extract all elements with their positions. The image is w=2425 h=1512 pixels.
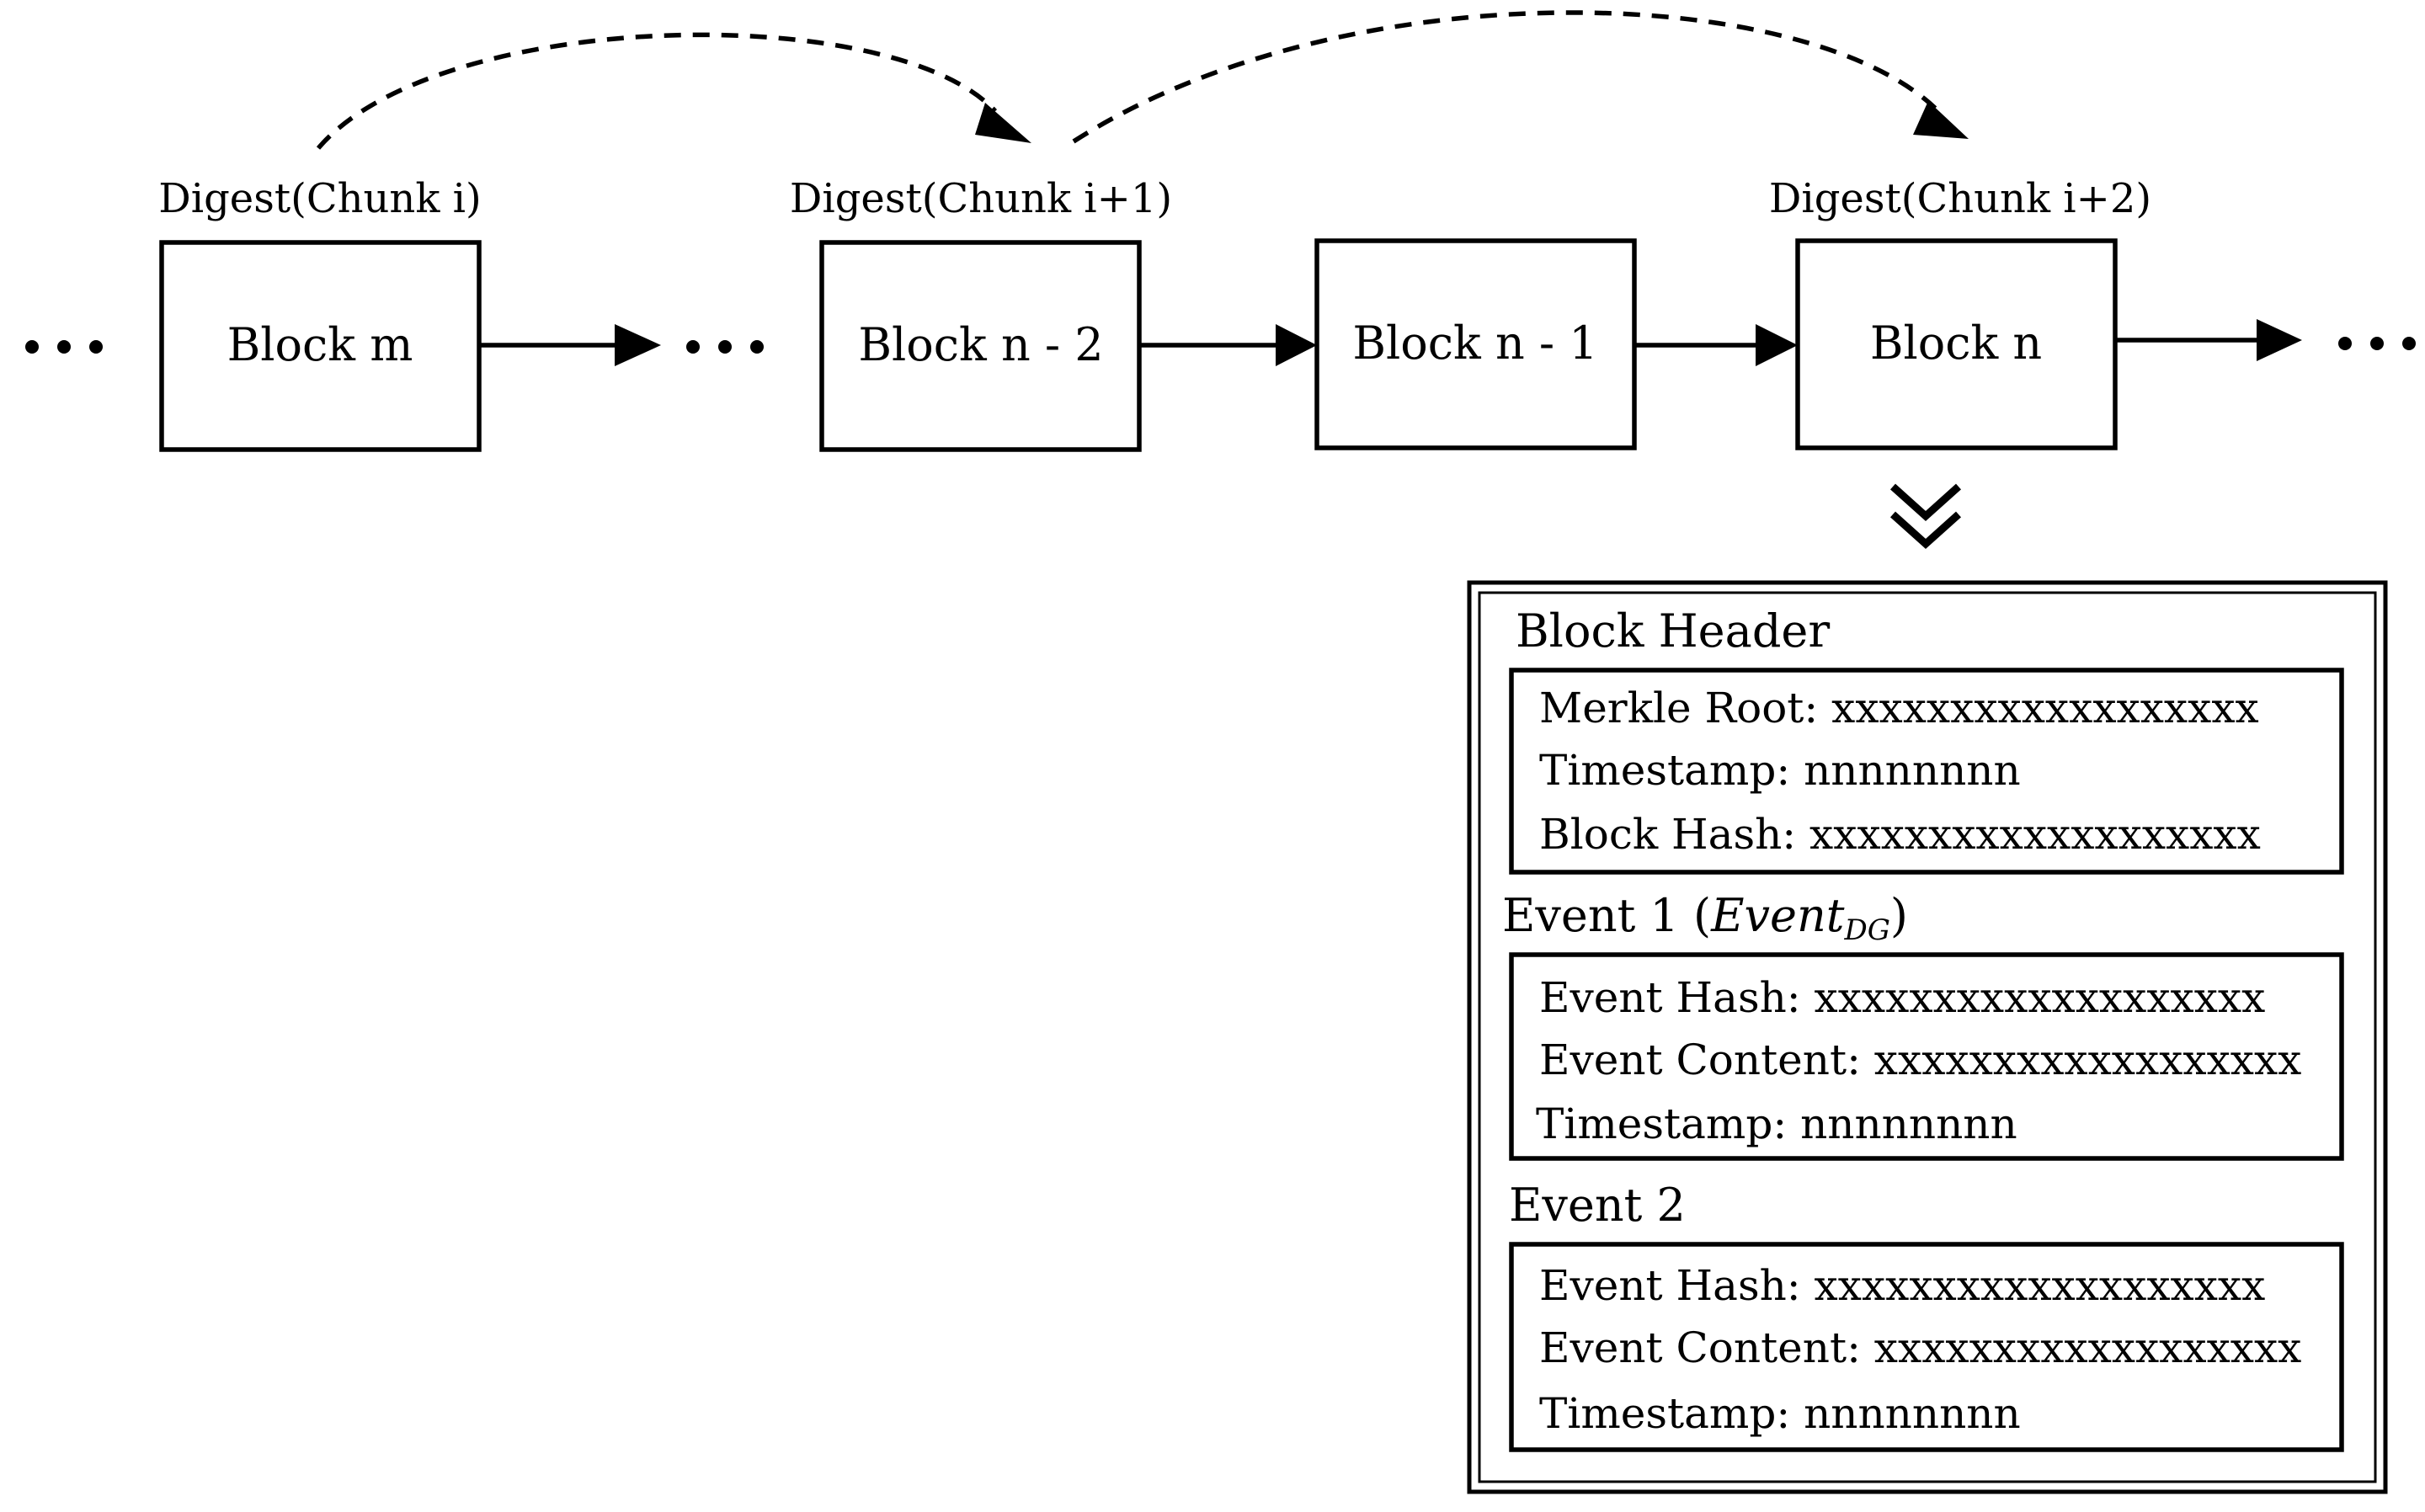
event-1-content-field: Event Content: xxxxxxxxxxxxxxxxxx xyxy=(1539,1036,2301,1084)
block-n-minus-2-label: Block n - 2 xyxy=(858,318,1103,371)
arrowhead-n-minus-2 xyxy=(1276,324,1317,366)
arrowhead-block-m xyxy=(615,324,661,366)
digest-label-block-n: Digest(Chunk i+2) xyxy=(1769,175,2151,222)
block-m-box xyxy=(159,240,482,452)
event-2-content-field: Event Content: xxxxxxxxxxxxxxxxxx xyxy=(1539,1323,2301,1372)
header-timestamp-field: Timestamp: nnnnnnnn xyxy=(1539,746,2021,795)
dashed-arrow-chunk-i1-to-i2 xyxy=(1072,10,1940,144)
block-n-minus-2-box xyxy=(819,240,1142,452)
block-header-fields-box xyxy=(1509,668,2344,875)
block-header-title: Block Header xyxy=(1516,604,1830,658)
event-1-title-italic: Event xyxy=(1710,889,1845,942)
block-n-label: Block n xyxy=(1870,317,2042,370)
event-1-title-subscript: DG xyxy=(1844,913,1890,947)
event-2-title: Event 2 xyxy=(1509,1179,1686,1232)
event-2-timestamp-field: Timestamp: nnnnnnnn xyxy=(1539,1389,2021,1438)
block-n-minus-1-label: Block n - 1 xyxy=(1352,317,1597,370)
block-m-label: Block m xyxy=(227,318,413,371)
event-1-title: Event 1 (EventDG) xyxy=(1502,889,1908,947)
arrowhead-block-n xyxy=(2257,319,2302,361)
block-n-box xyxy=(1795,238,2118,450)
event-1-hash-field: Event Hash: xxxxxxxxxxxxxxxxxxx xyxy=(1539,973,2265,1022)
dashed-arrowhead-2 xyxy=(1913,101,1969,139)
block-detail-outer-border xyxy=(1467,580,2388,1494)
event-1-title-close: ) xyxy=(1890,889,1908,942)
event-2-hash-field: Event Hash: xxxxxxxxxxxxxxxxxxx xyxy=(1539,1261,2265,1310)
digest-label-block-n-minus-2: Digest(Chunk i+1) xyxy=(790,175,1172,222)
block-n-minus-1-box xyxy=(1314,238,1637,450)
dashed-arrow-chunk-i-to-i1 xyxy=(316,32,998,150)
event-1-title-main: Event 1 ( xyxy=(1502,889,1711,942)
merkle-root-field: Merkle Root: xxxxxxxxxxxxxxxxxx xyxy=(1539,684,2259,732)
dashed-arrowhead-1 xyxy=(975,103,1031,143)
block-hash-field: Block Hash: xxxxxxxxxxxxxxxxxxx xyxy=(1539,810,2261,859)
event-1-fields-box xyxy=(1509,952,2344,1161)
ellipsis-middle xyxy=(686,340,764,354)
digest-label-block-m: Digest(Chunk i) xyxy=(158,175,482,222)
ellipsis-right xyxy=(2338,337,2416,350)
event-1-timestamp-field: Timestamp: nnnnnnnn xyxy=(1536,1099,2017,1148)
arrowhead-n-minus-1 xyxy=(1756,324,1798,366)
event-2-fields-box xyxy=(1509,1242,2344,1452)
ellipsis-left xyxy=(25,340,103,354)
double-chevron-down-icon xyxy=(1889,483,1962,550)
block-detail-inner-border xyxy=(1478,591,2377,1483)
